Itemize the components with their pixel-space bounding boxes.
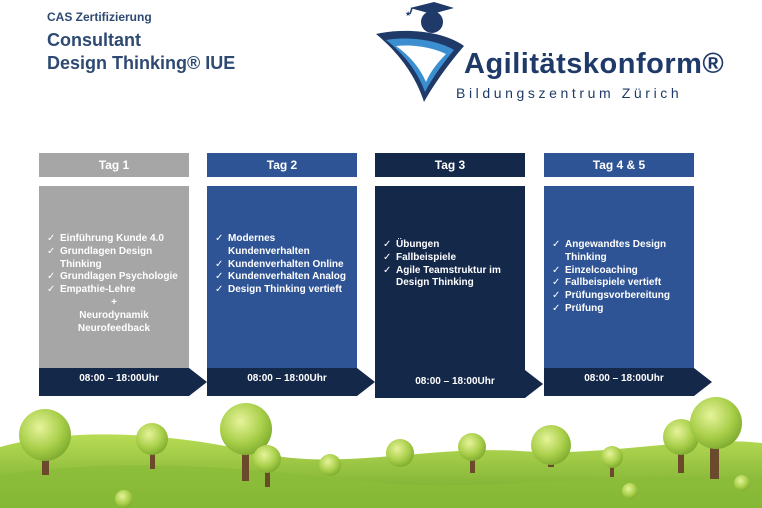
list-item: Fallbeispiele vertieft bbox=[552, 277, 692, 290]
time-label: 08:00 – 18:00Uhr bbox=[415, 376, 495, 387]
list-item: Grundlagen Design Thinking bbox=[47, 246, 187, 272]
topic-list: Modernes Kundenverhalten Kundenverhalten… bbox=[215, 233, 355, 297]
course-title-line1: Consultant bbox=[47, 30, 141, 50]
list-item: Kundenverhalten Online bbox=[215, 259, 355, 272]
extra-item: + bbox=[111, 297, 117, 308]
tree-icon bbox=[690, 397, 742, 479]
tree-icon bbox=[531, 425, 571, 467]
extra-topics: + Neurodynamik Neurofeedback bbox=[39, 297, 189, 335]
list-item: Modernes Kundenverhalten bbox=[215, 233, 355, 259]
list-item: Empathie-Lehre bbox=[47, 284, 187, 297]
list-item: Fallbeispiele bbox=[383, 252, 523, 265]
landscape-illustration bbox=[0, 397, 762, 508]
svg-text:★: ★ bbox=[405, 10, 411, 18]
brand-name: Agilitätskonform® bbox=[464, 48, 725, 80]
time-arrow bbox=[544, 368, 712, 396]
day-content: Einführung Kunde 4.0 Grundlagen Design T… bbox=[39, 186, 189, 368]
time-arrow bbox=[375, 370, 543, 398]
list-item: Grundlagen Psychologie bbox=[47, 271, 187, 284]
list-item: Einführung Kunde 4.0 bbox=[47, 233, 187, 246]
topic-list: Einführung Kunde 4.0 Grundlagen Design T… bbox=[47, 233, 187, 297]
day-content: Modernes Kundenverhalten Kundenverhalten… bbox=[207, 186, 357, 368]
tree-icon bbox=[601, 446, 623, 477]
logo: ★ Agilitätskonform® Bildungszentrum Züri… bbox=[372, 0, 742, 110]
extra-item: Neurodynamik bbox=[79, 309, 149, 321]
list-item: Prüfung bbox=[552, 303, 692, 316]
time-label: 08:00 – 18:00Uhr bbox=[584, 373, 664, 384]
day-header: Tag 3 bbox=[375, 153, 525, 177]
tree-icon bbox=[253, 445, 281, 487]
time-arrow bbox=[39, 368, 207, 396]
time-label: 08:00 – 18:00Uhr bbox=[79, 373, 159, 384]
list-item: Angewandtes Design Thinking bbox=[552, 239, 692, 265]
tree-icon bbox=[220, 403, 272, 481]
tree-icon bbox=[19, 409, 71, 475]
list-item: Einzelcoaching bbox=[552, 265, 692, 278]
tree-icon bbox=[136, 423, 168, 469]
time-arrow bbox=[207, 368, 375, 396]
day-content: Angewandtes Design Thinking Einzelcoachi… bbox=[544, 186, 694, 368]
list-item: Prüfungsvorbereitung bbox=[552, 290, 692, 303]
list-item: Kundenverhalten Analog bbox=[215, 271, 355, 284]
list-item: Übungen bbox=[383, 239, 523, 252]
course-title-line2: Design Thinking® IUE bbox=[47, 53, 236, 73]
title-block: CAS Zertifizierung Consultant Design Thi… bbox=[47, 10, 235, 75]
extra-item: Neurofeedback bbox=[77, 322, 151, 334]
time-label: 08:00 – 18:00Uhr bbox=[247, 373, 327, 384]
day-header: Tag 2 bbox=[207, 153, 357, 177]
topic-list: Angewandtes Design Thinking Einzelcoachi… bbox=[552, 239, 692, 316]
list-item: Agile Teamstruktur im Design Thinking bbox=[383, 265, 523, 291]
list-item: Design Thinking vertieft bbox=[215, 284, 355, 297]
certification-label: CAS Zertifizierung bbox=[47, 10, 152, 24]
logo-mark-icon: ★ bbox=[376, 2, 464, 103]
day-content: Übungen Fallbeispiele Agile Teamstruktur… bbox=[375, 186, 525, 370]
brand-subtitle: Bildungszentrum Zürich bbox=[456, 85, 683, 101]
tree-icon bbox=[663, 419, 699, 473]
topic-list: Übungen Fallbeispiele Agile Teamstruktur… bbox=[383, 239, 523, 290]
day-header: Tag 4 & 5 bbox=[544, 153, 694, 177]
day-header: Tag 1 bbox=[39, 153, 189, 177]
tree-icon bbox=[458, 433, 486, 473]
